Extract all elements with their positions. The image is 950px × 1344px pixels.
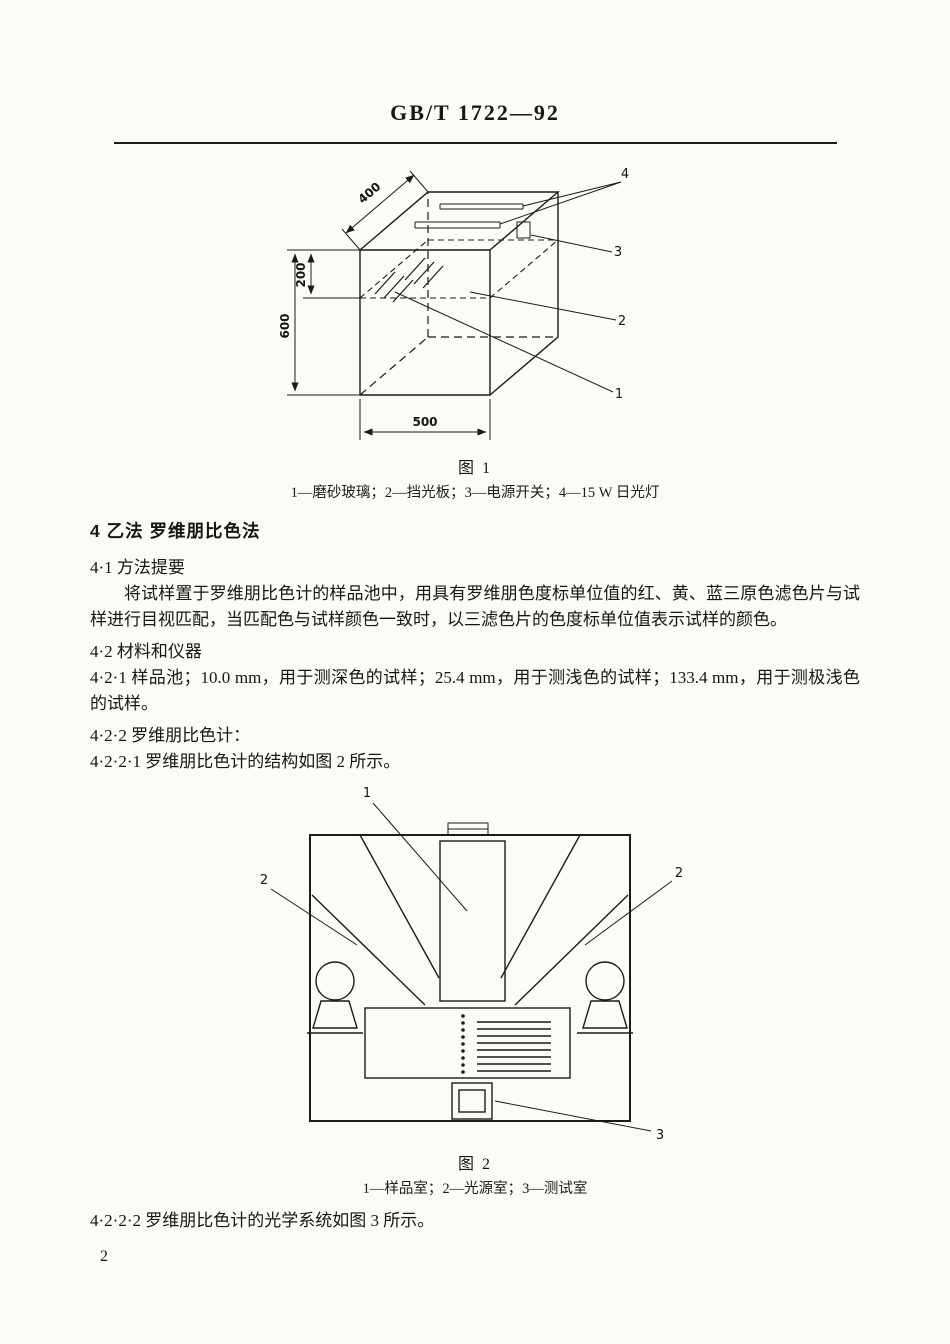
figure-1-drawing: 600 200 400 <box>278 167 629 440</box>
dimension-lamp-200: 200 <box>294 253 360 299</box>
fig2-callout-2-right: 2 <box>675 866 683 881</box>
fig1-dim-lamp-label: 200 <box>294 262 308 287</box>
page-content: 600 200 400 <box>0 162 950 1234</box>
fig1-dim-depth-label: 400 <box>355 179 383 206</box>
fig2-callouts: 1 2 2 3 <box>260 786 683 1143</box>
figure-2-legend: 1—样品室；2—光源室；3—测试室 <box>362 1181 588 1197</box>
fig2-callout-1: 1 <box>363 786 371 801</box>
left-lamp <box>307 961 363 1034</box>
section-4-2-2-1-paragraph: 4·2·2·1 罗维朋比色计的结构如图 2 所示。 <box>90 752 401 771</box>
fig2-callout-3: 3 <box>656 1128 664 1143</box>
section-4-2-2-heading: 4·2·2 罗维朋比色计： <box>90 726 251 745</box>
test-window <box>451 1082 493 1120</box>
section-4-1-paragraph: 将试样置于罗维朋比色计的样品池中，用具有罗维朋色度标单位值的红、黄、蓝三原色滤色… <box>90 584 860 629</box>
fig1-dim-height-label: 600 <box>278 313 292 338</box>
fig1-dim-width-label: 500 <box>412 415 437 429</box>
dimension-width-500: 500 <box>359 399 491 440</box>
fluorescent-lamp-tubes <box>414 203 524 229</box>
right-lamp <box>577 961 633 1034</box>
fig1-callout-1: 1 <box>615 387 623 402</box>
section-4-heading: 4 乙法 罗维朋比色法 <box>90 521 261 541</box>
figure-1-caption: 图 1 <box>457 460 492 477</box>
page-number: 2 <box>100 1248 108 1265</box>
section-4-2-2-2-paragraph: 4·2·2·2 罗维朋比色计的光学系统如图 3 所示。 <box>90 1211 435 1230</box>
dimension-depth-400: 400 <box>341 170 429 251</box>
fig1-callout-2: 2 <box>618 314 626 329</box>
figure-2-caption: 图 2 <box>457 1156 492 1173</box>
fig2-callout-2-left: 2 <box>260 873 268 888</box>
section-4-2-1-paragraph: 4·2·1 样品池；10.0 mm，用于测深色的试样；25.4 mm，用于测浅色… <box>90 668 860 713</box>
eyepiece-tab <box>447 822 489 836</box>
vent-grille <box>364 1007 571 1079</box>
figure-2: 1 2 2 3 图 2 1—样品室；2—光源室；3—测试室 <box>90 783 860 1198</box>
header-rule <box>113 142 837 144</box>
power-switch-symbol <box>516 221 531 239</box>
figure-2-drawing: 1 2 2 3 <box>260 786 683 1143</box>
sample-chamber <box>439 840 506 1002</box>
fig1-callouts: 4 3 2 1 <box>394 167 629 402</box>
dimension-height-600: 600 <box>278 249 360 396</box>
section-4-1-heading: 4·1 方法提要 <box>90 558 185 577</box>
glass-shelf-plane <box>359 239 559 299</box>
frosted-glass-hatch <box>374 257 444 303</box>
figure-1-legend: 1—磨砂玻璃；2—挡光板；3—电源开关；4—15 W 日光灯 <box>290 485 660 501</box>
section-4-2-heading: 4·2 材料和仪器 <box>90 642 202 661</box>
light-funnels <box>311 834 629 1006</box>
fig1-callout-3: 3 <box>614 245 622 260</box>
fig1-callout-4: 4 <box>621 167 629 182</box>
figure-1: 600 200 400 <box>90 162 860 502</box>
document-title: GB/T 1722—92 <box>390 100 560 125</box>
